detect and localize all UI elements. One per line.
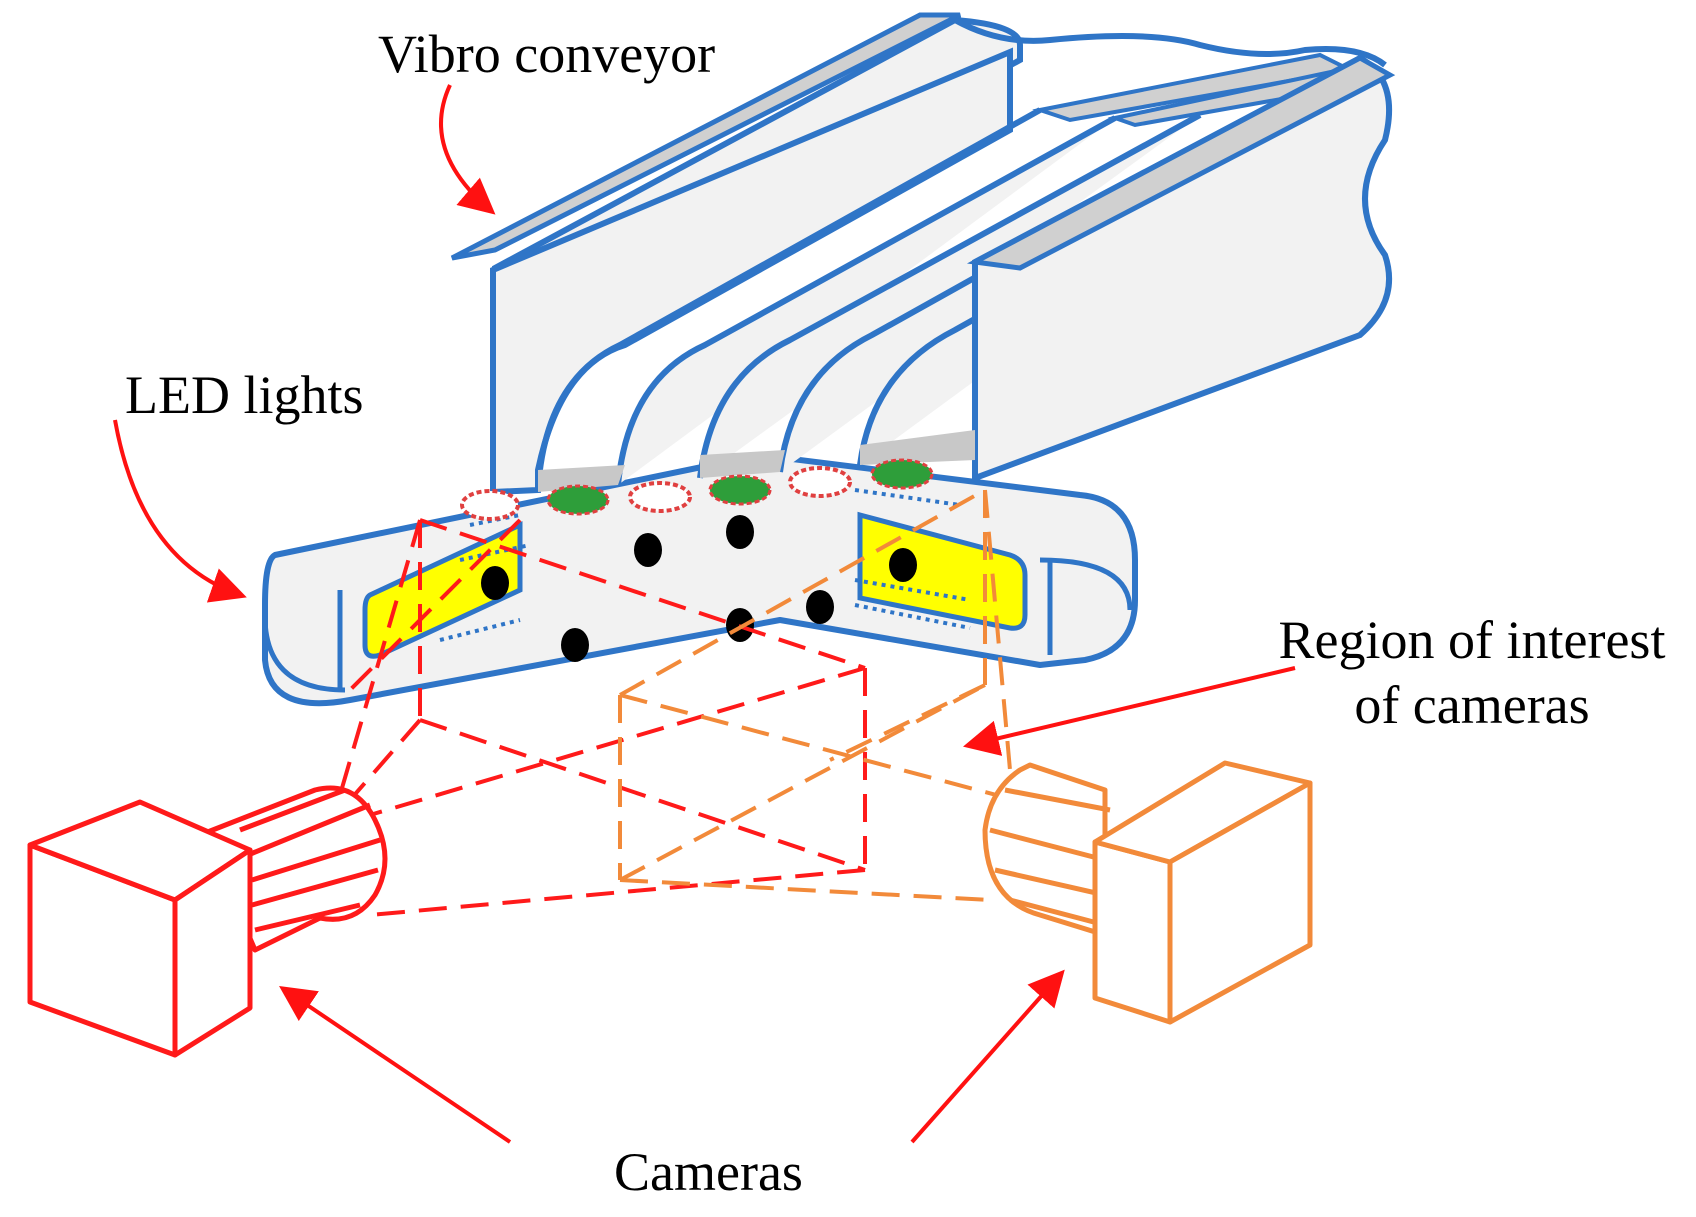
led-label: LED lights <box>125 365 364 425</box>
arrow-camera-right <box>910 969 1065 1144</box>
conveyor <box>450 12 1396 496</box>
particle <box>889 548 917 582</box>
red-camera-fov <box>338 518 867 917</box>
roi-label-line2: of cameras <box>1354 674 1590 735</box>
particle <box>634 533 662 567</box>
cameras-label: Cameras <box>614 1142 803 1202</box>
particle <box>806 590 834 624</box>
particle <box>726 515 754 549</box>
camera-left-icon <box>27 785 388 1058</box>
arrow-camera-left <box>279 985 512 1144</box>
particle-stream <box>460 458 934 521</box>
annotation-arrows <box>113 84 1296 1144</box>
conveyor-label: Vibro conveyor <box>378 24 716 84</box>
orange-camera-fov <box>618 488 1016 902</box>
led-light-bar <box>262 452 1138 707</box>
arrow-conveyor <box>439 84 496 215</box>
arrow-led <box>113 419 247 603</box>
particle <box>481 566 509 600</box>
particle <box>561 628 589 662</box>
roi-label: Region of interest of cameras <box>1262 608 1682 738</box>
camera-right-icon <box>982 760 1313 1025</box>
roi-label-line1: Region of interest <box>1278 610 1666 670</box>
arrow-roi <box>962 666 1296 756</box>
